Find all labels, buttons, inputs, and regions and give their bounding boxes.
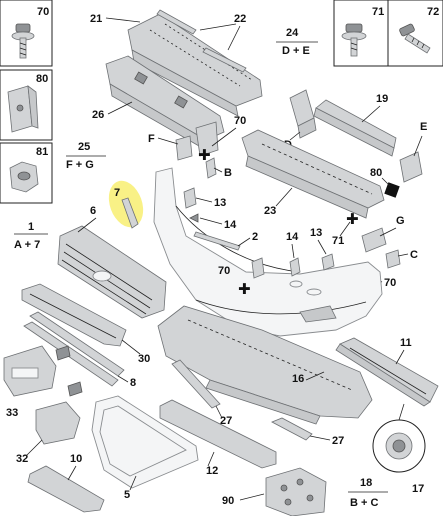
part-32-bracket[interactable]: [35, 381, 83, 445]
part-2-strip[interactable]: [193, 231, 241, 251]
callout-72-label: 72: [427, 6, 439, 18]
callout-30[interactable]: 30: [138, 353, 150, 365]
callout-1: 1: [28, 221, 34, 233]
callout-8[interactable]: 8: [130, 377, 136, 389]
fixing-mark-lower: ✚: [238, 280, 251, 298]
part-70-clip-lower[interactable]: [251, 257, 265, 279]
group-18-members: B + C: [350, 497, 378, 509]
part-A-bumper-cover[interactable]: [153, 167, 383, 337]
callout-23[interactable]: 23: [264, 205, 276, 217]
group-18[interactable]: 18 B + C: [348, 477, 388, 509]
callout-14-upper[interactable]: 14: [224, 219, 237, 231]
part-26-support[interactable]: [105, 55, 225, 157]
callout-box-72[interactable]: 72: [387, 0, 443, 67]
callout-27-left[interactable]: 27: [220, 415, 232, 427]
callout-10[interactable]: 10: [70, 453, 82, 465]
part-C-bracket[interactable]: [385, 249, 401, 269]
part-14-clip-upper[interactable]: [189, 213, 199, 223]
part-12-skid-plate[interactable]: [159, 399, 277, 469]
callout-26[interactable]: 26: [92, 109, 104, 121]
part-E-bracket[interactable]: [399, 151, 423, 183]
group-24-members: D + E: [282, 45, 310, 57]
callout-33[interactable]: 33: [6, 407, 18, 419]
part-13-bracket-upper[interactable]: [183, 187, 197, 209]
part-G-bracket[interactable]: [361, 227, 387, 253]
group-25[interactable]: 25 F + G: [66, 141, 106, 171]
part-10-chrome-strip[interactable]: [27, 465, 105, 513]
screw-72-icon: [399, 23, 431, 54]
callout-box-70[interactable]: 70: [0, 0, 53, 67]
group-24[interactable]: 24 D + E: [276, 27, 318, 57]
callout-11[interactable]: 11: [400, 337, 412, 349]
callout-17[interactable]: 17: [412, 483, 424, 495]
part-30-grille-lower[interactable]: [21, 283, 127, 347]
callout-13-mid[interactable]: 13: [310, 227, 322, 239]
part-F-bracket[interactable]: [175, 135, 193, 161]
callout-19[interactable]: 19: [376, 93, 388, 105]
callout-24: 24: [286, 27, 299, 39]
callout-32[interactable]: 32: [16, 453, 28, 465]
fixing-mark-upper: ✚: [198, 146, 211, 164]
part-16-undertray[interactable]: [157, 305, 373, 425]
part-7-highlight[interactable]: 7: [103, 176, 149, 232]
group-1-members: A + 7: [14, 239, 40, 251]
part-23-absorber[interactable]: [241, 129, 385, 219]
part-17-sensor-holder[interactable]: [372, 403, 426, 473]
callout-5[interactable]: 5: [124, 489, 130, 501]
part-80-clip[interactable]: [384, 182, 400, 198]
callout-71-label: 71: [372, 6, 384, 18]
callout-25: 25: [78, 141, 90, 153]
callout-21[interactable]: 21: [90, 13, 102, 25]
screw-70-icon: [11, 23, 35, 59]
part-11-lower-grille[interactable]: [335, 337, 439, 407]
group-1[interactable]: 1 A + 7: [14, 221, 48, 251]
callout-B[interactable]: B: [224, 167, 232, 179]
callout-box-71[interactable]: 71: [333, 0, 389, 67]
group-25-members: F + G: [66, 159, 94, 171]
callout-22[interactable]: 22: [234, 13, 246, 25]
callout-13-upper[interactable]: 13: [214, 197, 226, 209]
part-8-trim[interactable]: [23, 311, 125, 387]
callout-80-ref[interactable]: 80: [370, 167, 382, 179]
callout-6[interactable]: 6: [90, 205, 96, 217]
callout-70-lower[interactable]: 70: [218, 265, 230, 277]
callout-90[interactable]: 90: [222, 495, 234, 507]
callout-14-mid[interactable]: 14: [286, 231, 299, 243]
callout-70-right[interactable]: 70: [384, 277, 396, 289]
callout-81-label: 81: [36, 146, 48, 158]
callout-80-label: 80: [36, 73, 48, 85]
callout-box-81[interactable]: 81: [0, 142, 53, 204]
nut-81-icon: [9, 161, 39, 193]
callout-27-right[interactable]: 27: [332, 435, 344, 447]
callout-box-80[interactable]: 80: [0, 69, 53, 141]
callout-18: 18: [360, 477, 372, 489]
part-6-grille[interactable]: [57, 225, 167, 319]
callout-G[interactable]: G: [396, 215, 405, 227]
callout-E[interactable]: E: [420, 121, 427, 133]
part-27-strip-right[interactable]: [271, 417, 313, 441]
screw-71-icon: [341, 23, 367, 57]
part-27-strip-left[interactable]: [171, 359, 221, 409]
part-19-beam[interactable]: [313, 99, 397, 157]
part-13-bracket-mid[interactable]: [321, 253, 335, 271]
callout-C[interactable]: C: [410, 249, 418, 261]
callout-12[interactable]: 12: [206, 465, 218, 477]
part-D-bracket[interactable]: [289, 89, 317, 139]
clip-80-icon: [7, 85, 39, 133]
part-22-strips[interactable]: [156, 9, 247, 73]
callout-2[interactable]: 2: [252, 231, 258, 243]
part-14-clip-mid[interactable]: [289, 257, 301, 277]
callout-7: 7: [114, 187, 120, 199]
callout-70-upper[interactable]: 70: [234, 115, 246, 127]
callout-70-label: 70: [37, 6, 49, 18]
callout-16[interactable]: 16: [292, 373, 304, 385]
callout-71-ref[interactable]: 71: [332, 235, 344, 247]
part-90-clip-kit[interactable]: [265, 467, 327, 516]
part-B-bracket[interactable]: [205, 157, 217, 179]
part-33-bracket[interactable]: [3, 345, 71, 397]
part-5-fog-surround[interactable]: [91, 395, 199, 489]
callout-F[interactable]: F: [148, 133, 155, 145]
